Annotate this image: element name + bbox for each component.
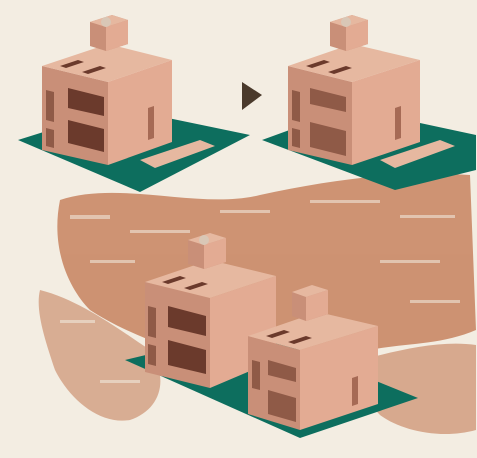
house-top-right [262,15,476,190]
house-top-left [18,15,250,192]
triangle-right-icon [242,82,262,110]
